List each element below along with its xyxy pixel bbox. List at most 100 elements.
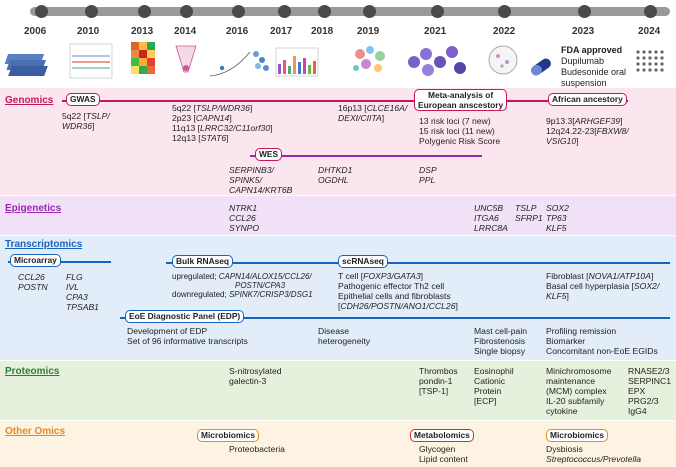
african-ancestory-box: African ancestory (548, 93, 627, 106)
meta-analysis-line2: European anscestory (418, 100, 504, 110)
petri-dish-icon (488, 45, 518, 75)
population-icon (408, 46, 466, 76)
bulk-rnaseq-box: Bulk RNAseq (172, 255, 234, 268)
basal-cell-hyperplasia-2: KLF5] (546, 291, 569, 301)
gene: KLF5 (546, 291, 567, 301)
epi-gene: TSLP (515, 203, 537, 213)
gene: SPINK7/CRISP3/DSG1 (228, 290, 313, 299)
igg4: IgG4 (628, 406, 647, 416)
year-label: 2019 (357, 26, 380, 37)
fda-drug-budesonide: Budesonide oral (561, 67, 627, 77)
edp-box: EoE Diagnostic Panel (EDP) (125, 310, 245, 323)
text: 5q22 [ (172, 103, 196, 113)
year-label: 2018 (311, 26, 334, 37)
year-label: 2014 (174, 26, 197, 37)
epi-gene: TP63 (546, 213, 567, 223)
risk-loci-15: 15 risk loci (11 new) (419, 126, 495, 136)
thrombospondin: Thrombos (419, 366, 458, 376)
eosinophil-cationic-2: Cationic (474, 376, 506, 386)
eosinophil-cationic-3: Protein (474, 386, 502, 396)
epigenetics-band (0, 196, 676, 235)
year-label: 2010 (77, 26, 100, 37)
other-omics-band (0, 421, 676, 467)
sc-epithelial: Epithelial cells and fibroblasts (338, 291, 451, 301)
text: upregulated; (172, 272, 219, 281)
timeline-dot (138, 5, 151, 18)
microarray-box: Microarray (10, 254, 61, 267)
profiling-remission: Profiling remission (546, 326, 617, 336)
gene: DEXI/CIITA (338, 113, 382, 123)
microarray-gene: FLG (66, 272, 83, 282)
gene: FBXW8/ (596, 126, 629, 136)
wes-gene: OGDHL (318, 175, 349, 185)
text: ] (92, 121, 95, 131)
text: ] (620, 116, 623, 126)
timeline-dot (180, 5, 193, 18)
gene: WDR36 (62, 121, 93, 131)
gene: STAT6 (200, 133, 227, 143)
wes-gene: SPINK5/ (229, 175, 262, 185)
text: 2p23 [ (172, 113, 196, 123)
epi-gene: SFRP1 (515, 213, 543, 223)
microarray-gene: TPSAB1 (66, 302, 99, 312)
text: ] (455, 301, 458, 311)
year-label: 2024 (638, 26, 661, 37)
genomics-11q13: 11q13 [LRRC32/C11orf30] (172, 123, 273, 133)
epi-gene: UNC5B (474, 203, 504, 213)
il20-subfamily: IL-20 subfamily (546, 396, 605, 406)
text: Basal cell hyperplasia [ (546, 281, 634, 291)
text: ] (249, 103, 253, 113)
timeline-dot (85, 5, 98, 18)
timeline-dot (431, 5, 444, 18)
text: 5q22 [ (62, 111, 86, 121)
sample-tube-icon (175, 45, 197, 73)
year-label: 2022 (493, 26, 516, 37)
scrnaseq-box: scRNAseq (338, 255, 388, 268)
metabolomics-box: Metabolomics (410, 429, 474, 442)
text: 9p13.3[ (546, 116, 575, 126)
microarray-gene: IVL (66, 282, 79, 292)
gene: CLCE16A/ (366, 103, 408, 113)
proteobacteria: Proteobacteria (229, 444, 285, 454)
text: ] (226, 133, 229, 143)
microbiomics-box-2023: Microbiomics (546, 429, 608, 442)
epx: EPX (628, 386, 646, 396)
gene: LRRC32/C11orf30 (200, 123, 271, 133)
mast-cell-pain: Mast cell-pain (474, 326, 528, 336)
text: ] (270, 123, 273, 133)
eosinophil-cationic-4: [ECP] (474, 396, 497, 406)
year-label: 2021 (424, 26, 447, 37)
gene: ARHGEF39 (574, 116, 621, 126)
biomarker: Biomarker (546, 336, 586, 346)
dysbiosis: Dysbiosis (546, 444, 583, 454)
text: 12q13 [ (172, 133, 201, 143)
genomics-5q22: 5q22 [TSLP/WDR36] (172, 103, 252, 113)
timeline-dot (498, 5, 511, 18)
polygenic-risk-score: Polygenic Risk Score (419, 136, 501, 146)
timeline-dot (578, 5, 591, 18)
gene: CAPN14 (195, 113, 230, 123)
genomics-12q13: 12q13 [STAT6] (172, 133, 229, 143)
basal-cell-hyperplasia: Basal cell hyperplasia [SOX2/ (546, 281, 659, 291)
gene: NOVA1/ATP10A (588, 271, 651, 281)
gene: FOXP3/GATA3 (363, 271, 421, 281)
year-label: 2013 (131, 26, 154, 37)
genomics-line (62, 100, 628, 102)
minichromosome-3: (MCM) complex (546, 386, 607, 396)
text: ] (576, 136, 579, 146)
timeline-dot (363, 5, 376, 18)
thrombospondin-3: [TSP-1] (419, 386, 449, 396)
section-title-epigenetics: Epigenetics (5, 203, 62, 214)
section-title-proteomics: Proteomics (5, 366, 60, 377)
microarray-slides-icon (4, 54, 48, 76)
epi-gene: KLF5 (546, 223, 567, 233)
wes-gene: SERPINB3/ (229, 165, 274, 175)
timeline-bar (30, 7, 670, 16)
edp-transcripts: Set of 96 informative transcripts (127, 336, 248, 346)
wes-gene: PPL (419, 175, 436, 185)
epi-gene: SYNPO (229, 223, 260, 233)
gene: CDH26/POSTN/ANO1/CCL26 (340, 301, 456, 311)
epi-gene: CCL26 (229, 213, 256, 223)
wes-gene: DSP (419, 165, 437, 175)
microarray-gene: CPA3 (66, 292, 88, 302)
